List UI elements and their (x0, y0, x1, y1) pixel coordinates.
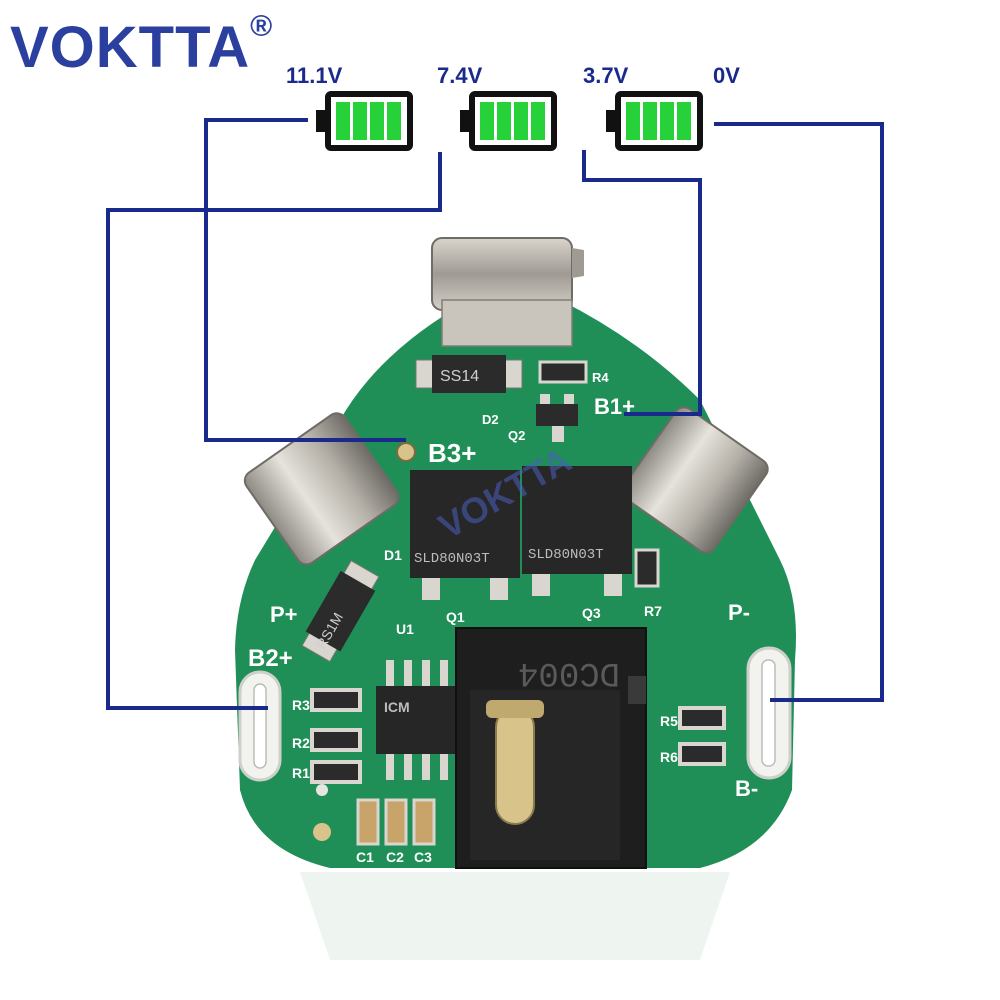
resistor-r2 (310, 728, 362, 752)
voltage-label-0v: 0V (713, 63, 740, 88)
b2-slot-pad (238, 670, 282, 782)
label-r6: R6 (660, 749, 678, 765)
label-q3: Q3 (582, 605, 601, 621)
label-d2: D2 (482, 412, 499, 427)
capacitors-c1-c3 (356, 798, 436, 846)
label-r1: R1 (292, 765, 310, 781)
label-r4: R4 (592, 370, 609, 385)
diode-d1 (301, 560, 380, 663)
battery-cell (531, 102, 545, 140)
label-c2: C2 (386, 849, 404, 865)
pad-label-b3: B3+ (428, 438, 476, 468)
marking-mosfet-q3: SLD80N03T (528, 547, 604, 563)
battery-cell (387, 102, 401, 140)
pad-label-b2: B2+ (248, 645, 293, 672)
test-pad (316, 784, 328, 796)
brand-name: VOKTTA (10, 15, 251, 80)
marking-ss14: SS14 (440, 368, 479, 385)
ic-u1 (376, 660, 458, 780)
mosfet-q1 (410, 470, 520, 600)
pad-label-b-minus: B- (735, 776, 758, 801)
battery-cell (336, 102, 350, 140)
marking-mosfet-q1: SLD80N03T (414, 551, 490, 567)
right-tab-terminal (621, 406, 769, 554)
marking-dc004: DC004 (518, 653, 620, 691)
label-r3: R3 (292, 697, 310, 713)
resistor-r7 (634, 548, 660, 588)
voltage-label-7v4: 7.4V (437, 63, 483, 88)
pad-label-p-plus: P+ (270, 602, 298, 627)
board-reflection (300, 872, 730, 960)
label-u1: U1 (396, 621, 414, 637)
voltage-label-11v1: 11.1V (286, 63, 343, 88)
battery-cell (497, 102, 511, 140)
resistor-r4 (538, 360, 588, 384)
label-d1: D1 (384, 547, 402, 563)
label-q1: Q1 (446, 609, 465, 625)
resistor-r5 (678, 706, 726, 730)
resistor-r6 (678, 742, 726, 766)
battery-icon-2 (460, 91, 557, 151)
marking-ic: ICM (384, 699, 410, 715)
pad-label-p-minus: P- (728, 600, 750, 625)
battery-cell (353, 102, 367, 140)
battery-cell (480, 102, 494, 140)
battery-icon-3 (606, 91, 703, 151)
b3-solder-point (396, 442, 416, 462)
gold-pad (313, 823, 331, 841)
label-q2: Q2 (508, 428, 525, 443)
label-r7: R7 (644, 603, 662, 619)
b-minus-slot-pad (746, 646, 792, 780)
wire-7v4-to-b2 (106, 152, 442, 710)
label-c3: C3 (414, 849, 432, 865)
registered-mark: ® (250, 10, 274, 43)
battery-icon-1 (316, 91, 413, 151)
wire-11v1-to-b3 (204, 118, 406, 442)
label-r5: R5 (660, 713, 678, 729)
battery-cell (677, 102, 691, 140)
label-r2: R2 (292, 735, 310, 751)
top-tab-terminal (431, 237, 584, 347)
battery-cell (370, 102, 384, 140)
wire-0v-to-b-minus (714, 122, 884, 702)
resistor-r1 (310, 760, 362, 784)
left-tab-terminal (243, 412, 400, 566)
wire-3v7-to-b1 (582, 150, 702, 416)
resistor-r3 (310, 688, 362, 712)
label-c1: C1 (356, 849, 374, 865)
mosfet-q3 (522, 466, 632, 596)
pad-label-b1: B1+ (594, 394, 635, 419)
battery-cell (626, 102, 640, 140)
transistor-q2 (536, 394, 578, 442)
battery-cell (660, 102, 674, 140)
voltage-label-3v7: 3.7V (583, 63, 629, 88)
battery-cell (514, 102, 528, 140)
battery-cell (643, 102, 657, 140)
dc-connector (455, 627, 647, 869)
diode-d2 (415, 355, 523, 393)
brand-logo: VOKTTA® (10, 10, 273, 81)
